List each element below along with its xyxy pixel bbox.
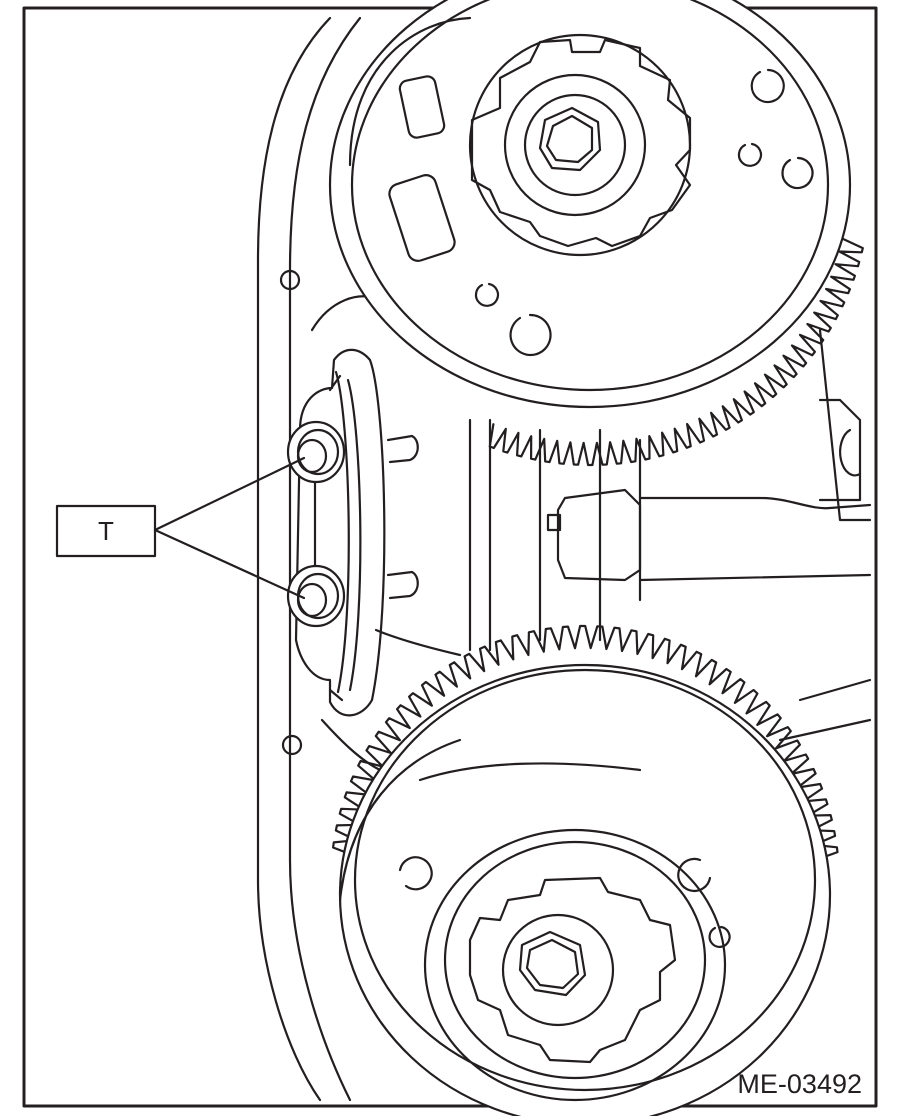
upper-hex-bolt [538, 106, 602, 172]
belt-guide-bracket [294, 348, 462, 717]
leader-line-lower [153, 528, 306, 600]
upper-teeth-path [488, 237, 864, 467]
upper-slot-1 [398, 75, 446, 139]
upper-camshaft-sprocket [328, 0, 852, 409]
guide-bolt-upper [286, 420, 346, 484]
callout-t: T [55, 456, 306, 600]
figure-id: ME-03492 [737, 1069, 862, 1099]
upper-sprocket-teeth [488, 237, 864, 467]
lower-teeth-path [332, 624, 771, 857]
guide-bolt-lower [286, 564, 346, 628]
lower-camshaft-sprocket [338, 663, 832, 1116]
lower-hex-bolt [518, 930, 587, 997]
idler-bracket [546, 398, 872, 582]
timing-belt [468, 328, 872, 742]
upper-slot-2 [388, 174, 456, 262]
leader-line-upper [153, 456, 306, 532]
callout-label: T [98, 516, 114, 546]
engine-case [256, 16, 382, 1102]
case-bolt-hole-lower [281, 734, 303, 756]
case-bolt-hole-upper [279, 269, 301, 291]
